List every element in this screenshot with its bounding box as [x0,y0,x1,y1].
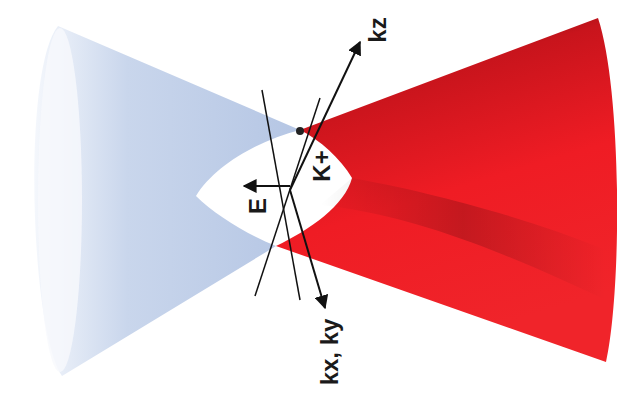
e-axis [244,185,290,187]
cone-line [262,90,300,300]
blue-cone [34,26,300,376]
cone-line [255,98,320,296]
red-cone [276,18,617,362]
kz-axis [290,42,360,190]
axis-label: kz [366,17,390,42]
axis-label: kx, ky [318,319,342,386]
red-cone-shade [320,178,606,300]
point-label: K+ [310,150,334,181]
blue-cone-rim [38,28,82,372]
kxky-axis [290,190,325,308]
axis-label: E [246,198,270,214]
k-point [296,127,304,135]
